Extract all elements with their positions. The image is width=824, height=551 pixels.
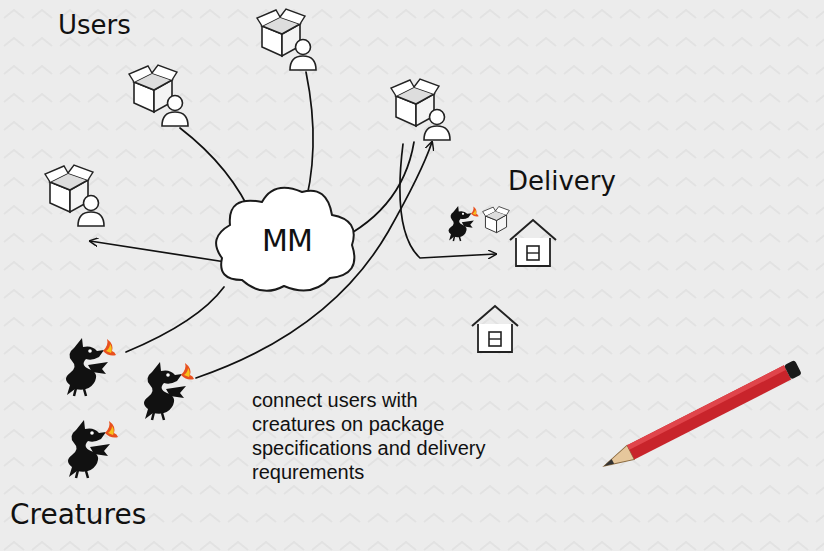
user-icon (129, 65, 188, 126)
pencil (600, 360, 802, 473)
sketch-label-text: Delivery (508, 166, 616, 197)
user-icon (391, 79, 450, 140)
sketch-label-text: Users (58, 10, 131, 41)
flow-arrow (90, 241, 232, 263)
sketch-label: Delivery (508, 166, 616, 197)
delivery-arrow (400, 144, 496, 258)
user-icon (257, 9, 316, 70)
creature-icon (449, 206, 479, 241)
flow-lines (90, 72, 496, 378)
sketch-label-text: Creatures (10, 498, 146, 532)
pencil-highlight (627, 365, 786, 449)
cloud-node: MM (212, 180, 362, 300)
user-icon (45, 165, 104, 226)
pencil-lead (603, 459, 614, 468)
sketch-label: Users (58, 10, 131, 41)
pencil-body (627, 365, 791, 459)
user-icons (45, 9, 450, 226)
pencil-cap (784, 360, 802, 380)
delivery-scene (449, 206, 556, 352)
flow-line (126, 287, 224, 352)
flow-arrow (196, 142, 432, 378)
house-icon (472, 306, 518, 352)
creature-icon (68, 420, 118, 478)
creature-icon (66, 338, 116, 396)
package-icon (483, 207, 510, 233)
cloud-label: MM (262, 223, 312, 258)
sketch-label: Creatures (10, 498, 146, 532)
house-icon (510, 220, 556, 266)
sketch-label: connect users with creatures on package … (252, 388, 500, 484)
creature-icon (144, 362, 194, 420)
creature-icons (66, 338, 194, 478)
sketch-label-text: connect users with creatures on package … (252, 388, 500, 484)
cloud-shape (216, 188, 354, 291)
